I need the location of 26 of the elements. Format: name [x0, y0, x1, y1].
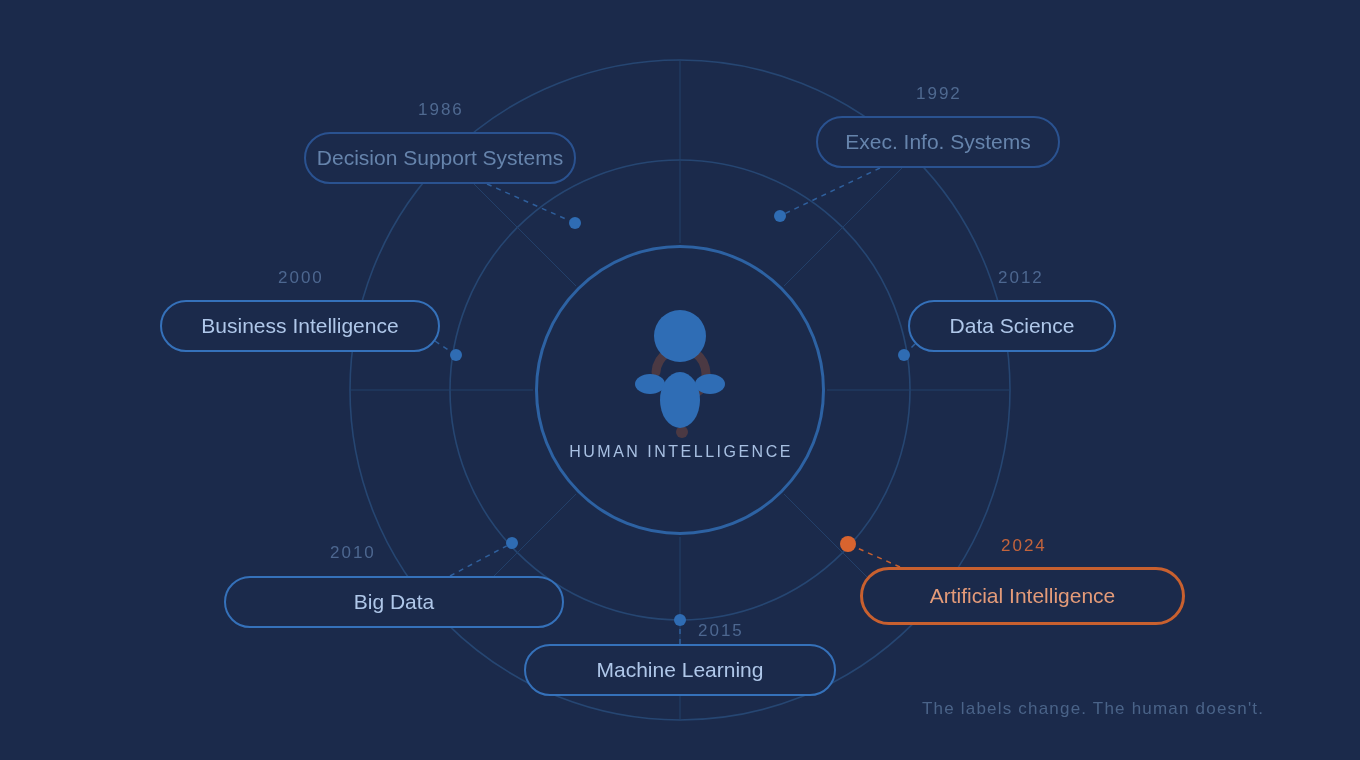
timeline-pill: Machine Learning	[524, 644, 836, 696]
hub-circle	[535, 245, 825, 535]
dot-icon	[774, 210, 786, 222]
leader-line	[449, 545, 508, 577]
leader-line	[784, 167, 881, 215]
caption-text: The labels change. The human doesn't.	[922, 699, 1265, 719]
timeline-pill: Exec. Info. Systems	[816, 116, 1060, 168]
timeline-pill: Business Intelligence	[160, 300, 440, 352]
dot-icon	[569, 217, 581, 229]
dot-icon	[840, 536, 856, 552]
year-label: 1992	[916, 84, 962, 104]
year-label: 2012	[998, 268, 1044, 288]
timeline-pill: Data Science	[908, 300, 1116, 352]
year-label: 2010	[330, 543, 376, 563]
dot-icon	[674, 614, 686, 626]
hub-label: HUMAN INTELLIGENCE	[569, 442, 793, 462]
dot-icon	[898, 349, 910, 361]
year-label: 2024	[1001, 536, 1047, 556]
year-label: 2000	[278, 268, 324, 288]
dot-icon	[450, 349, 462, 361]
dot-icon	[506, 537, 518, 549]
year-label: 1986	[418, 100, 464, 120]
year-label: 2015	[698, 621, 744, 641]
timeline-pill: Artificial Intelligence	[860, 567, 1185, 625]
timeline-pill: Decision Support Systems	[304, 132, 576, 184]
timeline-pill: Big Data	[224, 576, 564, 628]
